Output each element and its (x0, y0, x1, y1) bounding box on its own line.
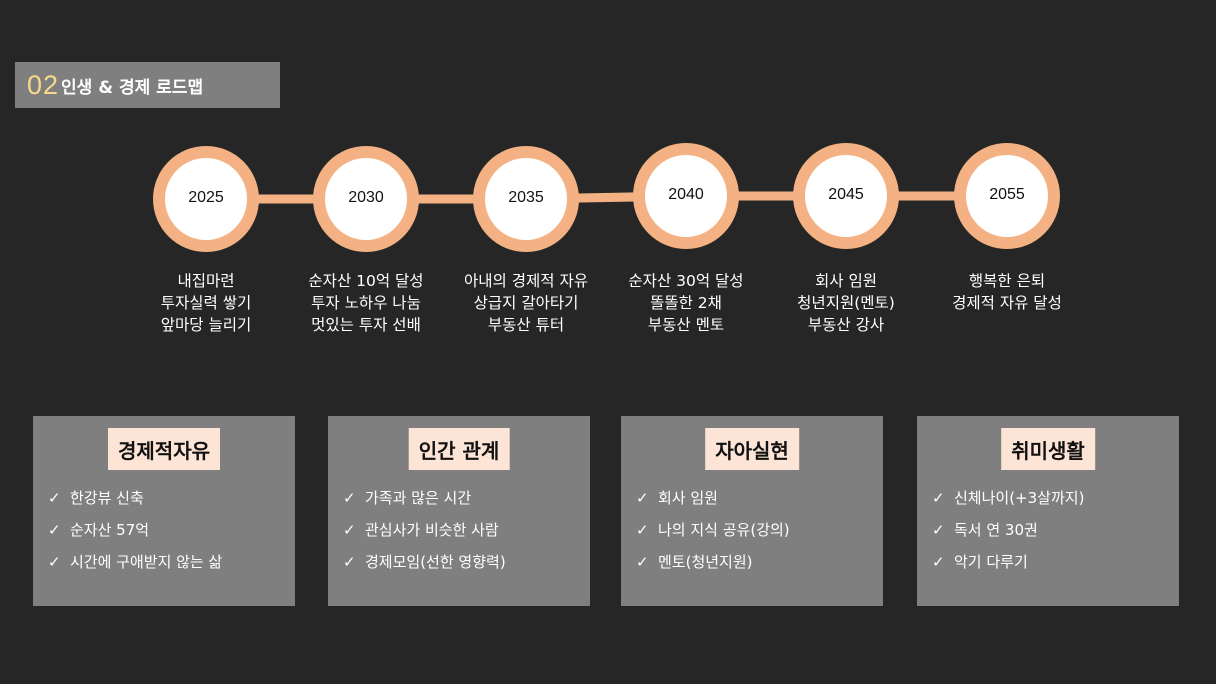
check-icon: ✓ (343, 521, 356, 539)
milestone-line: 순자산 30억 달성 (628, 272, 744, 290)
timeline-year: 2055 (989, 186, 1025, 203)
list-item: ✓ 회사 임원 (636, 486, 790, 518)
milestone-line: 부동산 멘토 (647, 316, 725, 334)
list-item-label: 신체나이(+3살까지) (954, 489, 1085, 507)
list-item-label: 멘토(청년지원) (658, 553, 753, 571)
timeline-node (966, 155, 1048, 237)
milestone-line: 투자실력 쌓기 (160, 294, 252, 312)
card-title: 인간 관계 (408, 428, 510, 470)
milestone-description: 아내의 경제적 자유 상급지 갈아타기 부동산 튜터 (446, 270, 606, 336)
list-item: ✓ 순자산 57억 (48, 518, 222, 550)
list-item-label: 가족과 많은 시간 (365, 489, 472, 507)
milestone-line: 회사 임원 (815, 272, 877, 290)
check-icon: ✓ (48, 489, 61, 507)
milestone-line: 부동산 튜터 (487, 316, 565, 334)
list-item: ✓ 멘토(청년지원) (636, 550, 790, 582)
milestone-line: 경제적 자유 달성 (952, 294, 1062, 312)
list-item-label: 한강뷰 신축 (70, 489, 144, 507)
card-title: 자아실현 (705, 428, 799, 470)
list-item-label: 나의 지식 공유(강의) (658, 521, 790, 539)
check-icon: ✓ (343, 553, 356, 571)
check-icon: ✓ (932, 521, 945, 539)
timeline-node (645, 155, 727, 237)
section-title: 인생 & 경제 로드맵 (61, 77, 204, 98)
list-item-label: 회사 임원 (658, 489, 718, 507)
check-icon: ✓ (636, 521, 649, 539)
check-icon: ✓ (343, 489, 356, 507)
goal-card-relationships: 인간 관계 ✓ 가족과 많은 시간 ✓ 관심사가 비슷한 사람 ✓ 경제모임(선한 영… (328, 416, 590, 606)
list-item-label: 순자산 57억 (70, 521, 150, 539)
section-title-bar: 02 인생 & 경제 로드맵 (15, 62, 280, 108)
timeline-year: 2040 (668, 186, 704, 203)
milestone-description: 행복한 은퇴 경제적 자유 달성 (927, 270, 1087, 314)
goal-card-self-realization: 자아실현 ✓ 회사 임원 ✓ 나의 지식 공유(강의) ✓ 멘토(청년지원) (621, 416, 883, 606)
card-list: ✓ 한강뷰 신축 ✓ 순자산 57억 ✓ 시간에 구애받지 않는 삶 (48, 486, 222, 582)
list-item: ✓ 경제모임(선한 영향력) (343, 550, 506, 582)
milestone-line: 아내의 경제적 자유 (464, 272, 588, 290)
section-number: 02 (27, 69, 60, 100)
list-item: ✓ 독서 연 30권 (932, 518, 1084, 550)
milestone-line: 순자산 10억 달성 (308, 272, 424, 290)
milestone-description: 순자산 10억 달성 투자 노하우 나눔 멋있는 투자 선배 (286, 270, 446, 336)
list-item-label: 독서 연 30권 (954, 521, 1038, 539)
list-item-label: 경제모임(선한 영향력) (365, 553, 506, 571)
list-item: ✓ 가족과 많은 시간 (343, 486, 506, 518)
milestone-line: 행복한 은퇴 (968, 272, 1046, 290)
check-icon: ✓ (932, 489, 945, 507)
check-icon: ✓ (636, 553, 649, 571)
check-icon: ✓ (48, 521, 61, 539)
timeline-node (325, 158, 407, 240)
card-title: 취미생활 (1001, 428, 1095, 470)
timeline-nodes (153, 143, 1060, 252)
timeline-node (165, 158, 247, 240)
milestone-line: 똘똘한 2채 (650, 294, 722, 312)
milestone-line: 청년지원(멘토) (797, 294, 895, 312)
list-item: ✓ 한강뷰 신축 (48, 486, 222, 518)
milestone-description: 내집마련 투자실력 쌓기 앞마당 늘리기 (126, 270, 286, 336)
milestone-line: 상급지 갈아타기 (473, 294, 579, 312)
list-item: ✓ 신체나이(+3살까지) (932, 486, 1084, 518)
goal-card-hobbies: 취미생활 ✓ 신체나이(+3살까지) ✓ 독서 연 30권 ✓ 악기 다루기 (917, 416, 1179, 606)
milestone-line: 멋있는 투자 선배 (311, 316, 421, 334)
goal-card-economic-freedom: 경제적자유 ✓ 한강뷰 신축 ✓ 순자산 57억 ✓ 시간에 구애받지 않는 삶 (33, 416, 295, 606)
check-icon: ✓ (932, 553, 945, 571)
milestone-line: 내집마련 (177, 272, 235, 290)
list-item: ✓ 시간에 구애받지 않는 삶 (48, 550, 222, 582)
list-item: ✓ 악기 다루기 (932, 550, 1084, 582)
timeline-node (485, 158, 567, 240)
timeline-year: 2025 (188, 189, 224, 206)
check-icon: ✓ (48, 553, 61, 571)
card-list: ✓ 회사 임원 ✓ 나의 지식 공유(강의) ✓ 멘토(청년지원) (636, 486, 790, 582)
card-list: ✓ 가족과 많은 시간 ✓ 관심사가 비슷한 사람 ✓ 경제모임(선한 영향력) (343, 486, 506, 582)
list-item-label: 악기 다루기 (954, 553, 1028, 571)
timeline-year: 2035 (508, 189, 544, 206)
card-title: 경제적자유 (108, 428, 220, 470)
timeline-node (805, 155, 887, 237)
milestone-line: 앞마당 늘리기 (160, 316, 252, 334)
milestone-description: 순자산 30억 달성 똘똘한 2채 부동산 멘토 (606, 270, 766, 336)
milestone-line: 부동산 강사 (807, 316, 885, 334)
list-item-label: 관심사가 비슷한 사람 (365, 521, 499, 539)
milestone-description: 회사 임원 청년지원(멘토) 부동산 강사 (766, 270, 926, 336)
list-item-label: 시간에 구애받지 않는 삶 (70, 553, 223, 571)
timeline-year: 2045 (828, 186, 864, 203)
card-list: ✓ 신체나이(+3살까지) ✓ 독서 연 30권 ✓ 악기 다루기 (932, 486, 1084, 582)
milestone-line: 투자 노하우 나눔 (311, 294, 421, 312)
list-item: ✓ 나의 지식 공유(강의) (636, 518, 790, 550)
list-item: ✓ 관심사가 비슷한 사람 (343, 518, 506, 550)
check-icon: ✓ (636, 489, 649, 507)
timeline-year: 2030 (348, 189, 384, 206)
